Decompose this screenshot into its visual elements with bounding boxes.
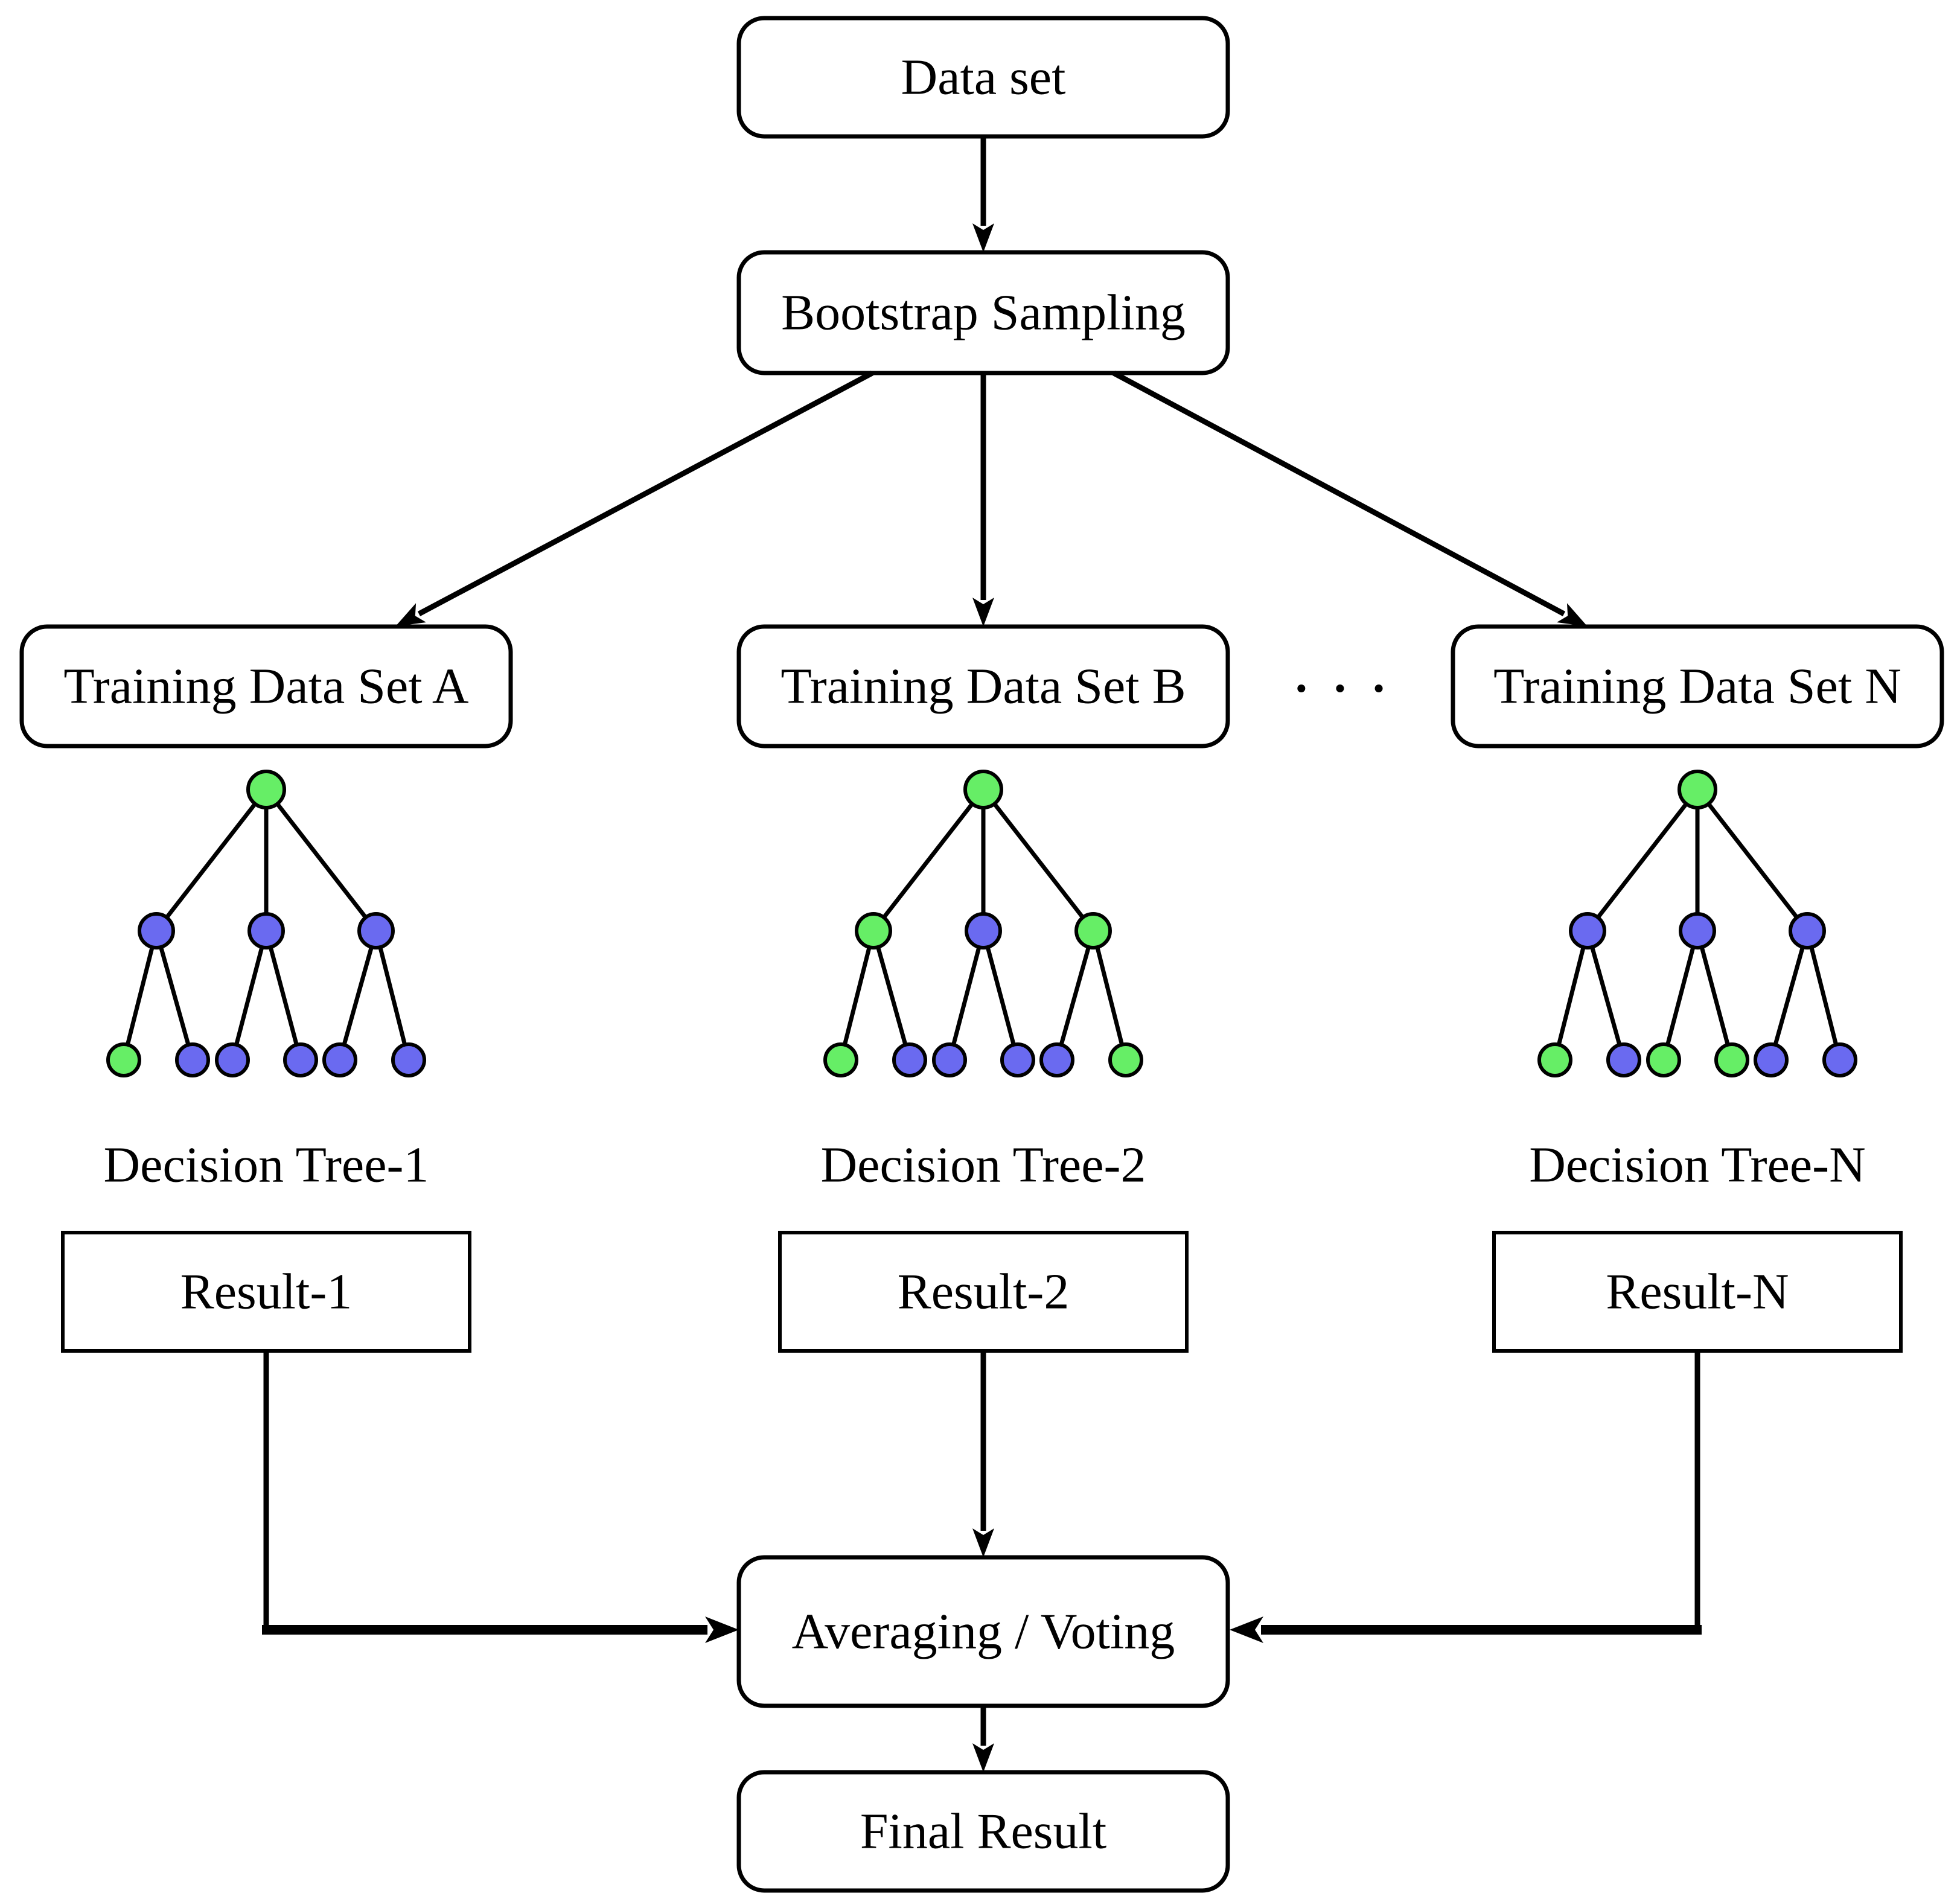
tree-edge xyxy=(838,930,876,1061)
column-1: Training Data Set A Decision Tree-1Result… xyxy=(19,624,739,1643)
averaging-label: Averaging / Voting xyxy=(792,1604,1175,1660)
tree-edge xyxy=(1055,930,1096,1061)
tree-edge xyxy=(374,930,411,1061)
tree-edge xyxy=(1695,930,1734,1061)
tree-node-leaf-2 xyxy=(932,1042,967,1077)
arrow-bootstrap-to-training-n xyxy=(1112,371,1588,627)
tree-node-leaf-5 xyxy=(1822,1042,1857,1077)
tree-edge xyxy=(121,930,159,1061)
tree-edge xyxy=(264,930,303,1061)
tree-node-mid-2 xyxy=(1789,912,1826,949)
tree-node-root xyxy=(963,770,1003,809)
training-label: Training Data Set B xyxy=(780,659,1186,715)
tree-edge xyxy=(982,788,1095,933)
training-box xyxy=(1451,624,1944,748)
dataset-label: Data set xyxy=(901,49,1066,106)
tree-node-leaf-4 xyxy=(1039,1042,1074,1077)
tree-edge xyxy=(1661,930,1700,1061)
result-box xyxy=(61,1231,471,1353)
tree-edge xyxy=(872,788,985,933)
tree-node-mid-0 xyxy=(138,912,175,949)
tree-node-leaf-1 xyxy=(892,1042,927,1077)
tree-edge xyxy=(1769,930,1810,1061)
tree-node-leaf-1 xyxy=(1606,1042,1641,1077)
tree-node-mid-1 xyxy=(1679,912,1716,949)
tree-edge xyxy=(1585,930,1626,1061)
final-result-box xyxy=(736,1770,1230,1893)
ellipsis-dots: · · · xyxy=(1291,651,1390,725)
tree-node-mid-0 xyxy=(855,912,892,949)
tree-node-leaf-2 xyxy=(1646,1042,1681,1077)
result-label: Result-1 xyxy=(180,1264,353,1320)
tree-node-root xyxy=(246,770,286,809)
tree-node-leaf-5 xyxy=(391,1042,426,1077)
result-label: Result-N xyxy=(1606,1264,1789,1320)
tree-edge xyxy=(1553,930,1590,1061)
decision-tree-label: Decision Tree-N xyxy=(1529,1137,1866,1193)
decision-tree-label: Decision Tree-1 xyxy=(104,1137,429,1193)
tree-node-leaf-3 xyxy=(283,1042,318,1077)
training-label: Training Data Set N xyxy=(1493,659,1901,715)
tree-node-mid-1 xyxy=(965,912,1002,949)
tree-edge xyxy=(155,788,268,933)
tree-node-mid-0 xyxy=(1569,912,1606,949)
final-result-label: Final Result xyxy=(860,1804,1106,1860)
training-label: Training Data Set A xyxy=(63,659,469,715)
bootstrap-label: Bootstrap Sampling xyxy=(781,285,1186,341)
tree-edge xyxy=(264,788,378,933)
tree-node-mid-2 xyxy=(1074,912,1112,949)
tree-node-mid-1 xyxy=(247,912,285,949)
columns-group: Training Data Set A Decision Tree-1Result… xyxy=(19,624,1944,1643)
decision-tree-label: Decision Tree-2 xyxy=(821,1137,1146,1193)
tree-edge xyxy=(871,930,912,1061)
tree-node-leaf-3 xyxy=(1714,1042,1749,1077)
tree-edge xyxy=(947,930,986,1061)
tree-node-leaf-5 xyxy=(1108,1042,1143,1077)
result-box xyxy=(778,1231,1189,1353)
training-box xyxy=(19,624,513,748)
tree-node-leaf-0 xyxy=(823,1042,858,1077)
result-box xyxy=(1492,1231,1903,1353)
tree-node-leaf-3 xyxy=(1000,1042,1035,1077)
tree-edge xyxy=(154,930,195,1061)
averaging-node: Averaging / Voting xyxy=(736,1555,1230,1708)
tree-node-mid-2 xyxy=(357,912,395,949)
arrow-bootstrap-to-training-a xyxy=(395,371,874,627)
column-3: Training Data Set N Decision Tree-N Result… xyxy=(1230,624,1944,1643)
tree-edge xyxy=(1586,788,1699,933)
result-label: Result-2 xyxy=(898,1264,1070,1320)
tree-edge xyxy=(337,930,378,1061)
tree-edge xyxy=(1696,788,1809,933)
tree-node-leaf-1 xyxy=(175,1042,210,1077)
tree-node-root xyxy=(1677,770,1717,809)
tree-node-leaf-0 xyxy=(1537,1042,1572,1077)
bootstrap-node: Bootstrap Sampling xyxy=(736,250,1230,375)
tree-edge xyxy=(981,930,1020,1061)
tree-node-leaf-2 xyxy=(215,1042,250,1077)
final-result-node: Final Result xyxy=(736,1770,1230,1893)
dataset-node: Data set xyxy=(736,16,1230,139)
column-2: Training Data Set B Decision Tree-2Result… xyxy=(736,624,1230,1557)
tree-node-leaf-0 xyxy=(106,1042,141,1077)
tree-edge xyxy=(1805,930,1842,1061)
tree-node-leaf-4 xyxy=(1754,1042,1789,1077)
tree-edge xyxy=(230,930,269,1061)
tree-node-leaf-4 xyxy=(322,1042,357,1077)
training-box xyxy=(736,624,1230,748)
tree-edge xyxy=(1091,930,1128,1061)
